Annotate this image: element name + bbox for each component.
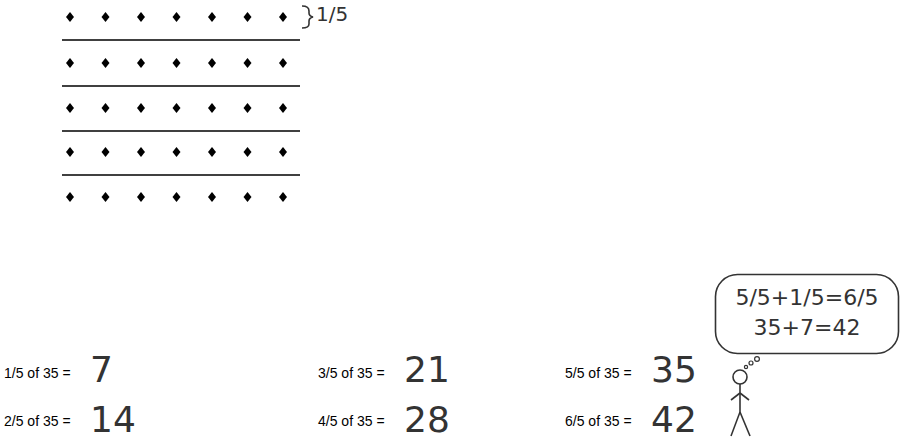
thought-dots	[744, 357, 759, 369]
diamond-dot	[102, 12, 110, 22]
diamond-dot	[279, 147, 287, 157]
diamond-dot	[173, 192, 181, 202]
diamond-dot	[244, 147, 252, 157]
cloud-shape	[716, 275, 899, 354]
diamond-dot	[208, 147, 216, 157]
fraction-prompt: 1/5 of 35 =	[4, 366, 71, 380]
diamond-dot	[173, 103, 181, 113]
fraction-prompt: 5/5 of 35 =	[565, 366, 632, 380]
thought-cloud: 5/5+1/5=6/535+7=42	[714, 273, 900, 355]
row-brace	[302, 6, 313, 28]
fraction-prompt: 4/5 of 35 =	[318, 414, 385, 428]
diamond-dot	[66, 192, 74, 202]
thought-text: 5/5+1/5=6/5	[734, 283, 880, 313]
handwritten-answer: 21	[404, 352, 450, 388]
diamond-dot	[244, 12, 252, 22]
diamond-dot	[279, 192, 287, 202]
row-dividers	[62, 40, 300, 175]
diamond-dot	[137, 192, 145, 202]
diamond-dot	[208, 103, 216, 113]
diamond-dot	[208, 192, 216, 202]
handwritten-answer: 42	[651, 402, 697, 438]
diamond-dot	[137, 147, 145, 157]
handwritten-answer: 28	[404, 402, 450, 438]
diamond-dot	[66, 147, 74, 157]
handwritten-answer: 35	[651, 352, 697, 388]
fraction-prompt: 6/5 of 35 =	[565, 414, 632, 428]
diamond-dot	[173, 12, 181, 22]
diamond-dot	[66, 58, 74, 68]
diamond-dot	[173, 58, 181, 68]
diamond-dot	[279, 58, 287, 68]
brace-label: 1/5	[316, 4, 348, 24]
handwritten-answer: 7	[90, 352, 113, 388]
diamond-dot	[208, 12, 216, 22]
diamond-dot	[279, 12, 287, 22]
diamond-dot	[102, 103, 110, 113]
diamond-dot	[137, 12, 145, 22]
diamond-dot	[279, 103, 287, 113]
diamond-dot	[208, 58, 216, 68]
diamond-dot	[102, 58, 110, 68]
diamond-dot	[244, 58, 252, 68]
handwritten-answer: 14	[90, 402, 136, 438]
diamond-dot	[173, 147, 181, 157]
diamond-dot	[137, 103, 145, 113]
diamond-dot	[102, 147, 110, 157]
diamond-dot	[66, 12, 74, 22]
fraction-prompt: 2/5 of 35 =	[4, 414, 71, 428]
thought-text: 35+7=42	[734, 313, 880, 343]
fraction-prompt: 3/5 of 35 =	[318, 366, 385, 380]
stick-figure	[731, 370, 750, 436]
diamond-dot	[66, 103, 74, 113]
diamond-dot	[244, 103, 252, 113]
diamond-dot	[102, 192, 110, 202]
diamond-dot	[137, 58, 145, 68]
diamond-dot	[244, 192, 252, 202]
